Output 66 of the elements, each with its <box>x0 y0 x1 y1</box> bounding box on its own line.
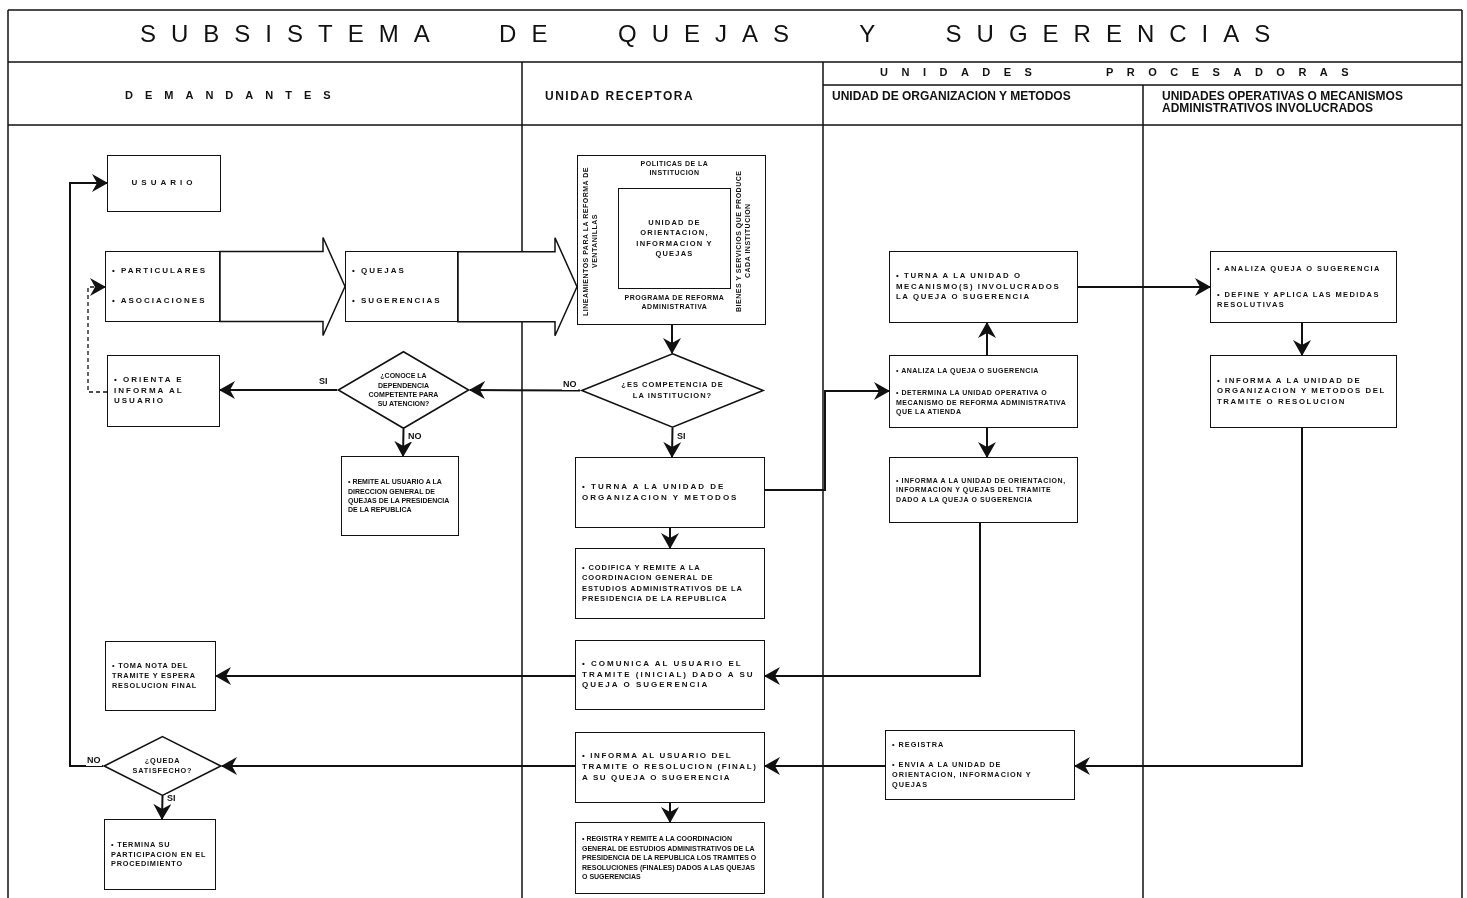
framework-box <box>577 155 766 325</box>
arrow <box>219 381 338 399</box>
lane-header: UNIDADES OPERATIVAS O MECANISMOS ADMINISTRATIVOS INVOLUCRADOS <box>1162 90 1404 114</box>
step-text: • ASOCIACIONES <box>112 296 208 308</box>
arrow <box>87 278 108 393</box>
process-box <box>1210 355 1397 428</box>
process-box <box>575 548 765 619</box>
process-box <box>889 251 1078 323</box>
step-text: • INFORMA AL USUARIO DEL TRAMITE O RESOLUCION (FINAL) A SU QUEJA O SUGERENCIA <box>582 751 758 784</box>
arrow <box>469 381 581 400</box>
arrow <box>1077 278 1211 296</box>
block-arrow <box>457 237 578 337</box>
decision-diamond <box>103 736 222 796</box>
edge-label: NO <box>407 432 423 442</box>
step-text: • COMUNICA AL USUARIO EL TRAMITE (INICIAL) DADO A SU QUEJA O SUGERENCIA <box>582 658 756 692</box>
lane-header: DEMANDANTES <box>125 90 343 101</box>
process-box <box>105 641 216 711</box>
step-text: • ORIENTA E INFORMA AL USUARIO <box>114 374 185 408</box>
arrow <box>1293 322 1311 356</box>
step-text: • SUGERENCIAS <box>352 296 443 308</box>
decision-diamond <box>580 353 765 428</box>
process-box <box>889 457 1078 523</box>
step-text: USUARIO <box>130 178 198 189</box>
arrow <box>221 757 576 775</box>
lane-header: UNIDAD RECEPTORA <box>545 90 695 102</box>
edge-label: SI <box>166 794 177 804</box>
arrow <box>663 427 682 458</box>
process-box <box>345 251 458 322</box>
process-box <box>107 355 220 427</box>
decision-diamond <box>337 351 470 429</box>
arrow <box>663 324 681 354</box>
process-box <box>105 251 220 322</box>
process-box <box>885 730 1075 800</box>
block-arrow <box>219 236 346 337</box>
arrow <box>764 757 886 775</box>
process-box <box>575 732 765 803</box>
arrow <box>978 322 996 356</box>
process-box <box>104 819 216 890</box>
edge-label: NO <box>86 756 102 766</box>
arrow <box>661 527 679 549</box>
step-text: • TURNA A LA UNIDAD DE ORGANIZACION Y METODOS <box>582 481 740 504</box>
arrow <box>764 522 981 685</box>
process-box <box>107 155 221 212</box>
arrow <box>1074 427 1303 775</box>
arrow <box>69 174 108 767</box>
process-box <box>618 188 731 289</box>
lane-header: UNIDAD DE ORGANIZACION Y METODOS <box>832 90 1071 102</box>
process-box <box>341 456 459 536</box>
step-text: • QUEJAS <box>352 265 407 277</box>
edge-label: SI <box>676 432 687 442</box>
arrow <box>394 428 413 457</box>
arrow <box>661 802 679 823</box>
arrow <box>215 667 576 685</box>
edge-label: NO <box>562 380 578 390</box>
arrow <box>764 382 890 491</box>
process-box <box>1210 251 1397 323</box>
arrow <box>153 795 172 820</box>
edge-label: SI <box>318 377 329 387</box>
process-box <box>575 822 765 894</box>
arrow <box>978 427 996 458</box>
process-box <box>889 355 1078 428</box>
lane-header: UNIDADES PROCESADORAS <box>880 67 1363 78</box>
process-box <box>575 640 765 710</box>
process-box <box>575 457 765 528</box>
diagram-title: SUBSISTEMA DE QUEJAS Y SUGERENCIAS <box>140 20 1286 48</box>
step-text: • PARTICULARES <box>112 265 209 277</box>
